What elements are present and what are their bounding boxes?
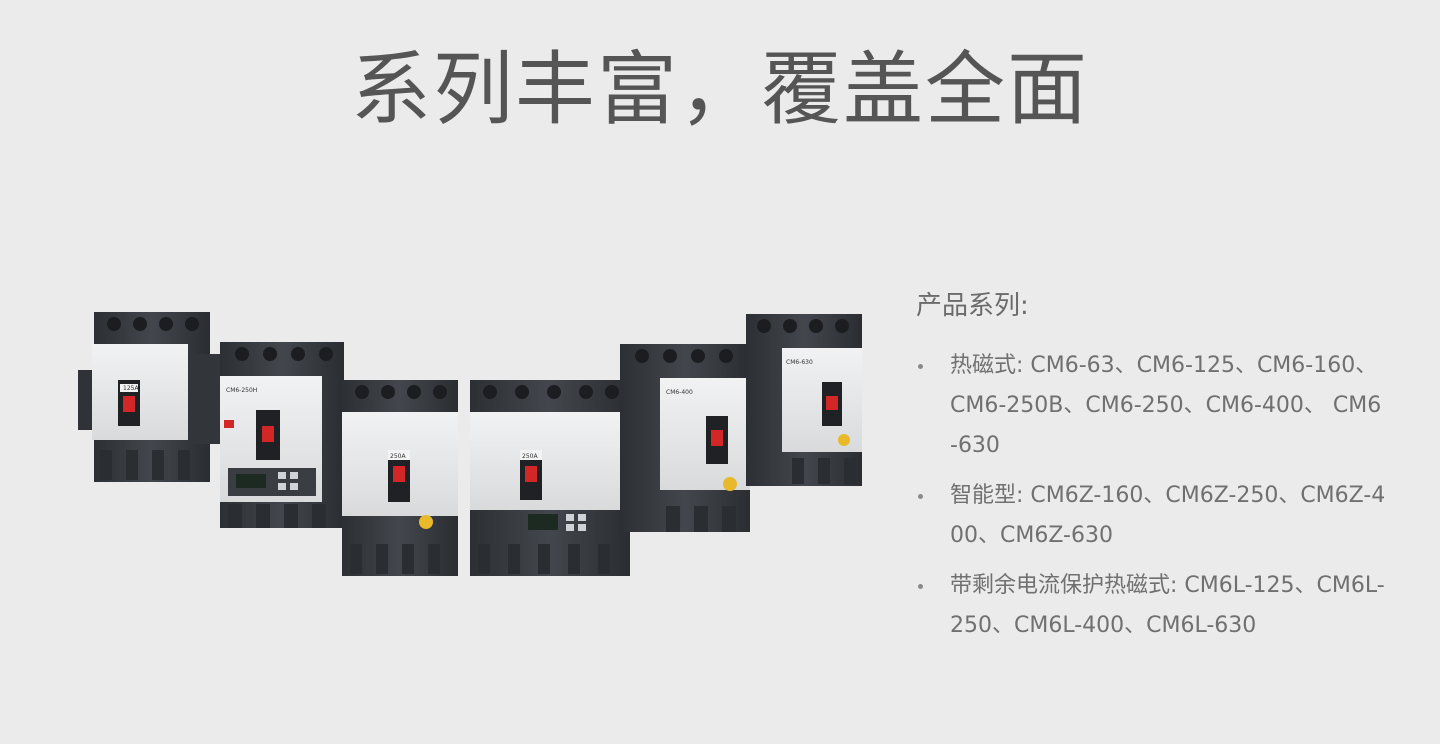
breaker-2-label: CM6-250H: [226, 387, 257, 394]
breaker-5-label: CM6-400: [666, 389, 693, 396]
list-item: 热磁式: CM6-63、CM6-125、CM6-160、CM6-250B、CM6…: [916, 346, 1386, 466]
breaker-1-label: 125A: [123, 385, 139, 392]
series-text: 带剩余电流保护热磁式: CM6L-125、CM6L-250、CM6L-400、C…: [950, 573, 1385, 638]
page-headline: 系列丰富，覆盖全面: [351, 43, 1089, 136]
breaker-6-label: CM6-630: [786, 359, 813, 366]
series-text: 热磁式: CM6-63、CM6-125、CM6-160、CM6-250B、CM6…: [950, 353, 1382, 458]
series-text: 智能型: CM6Z-160、CM6Z-250、CM6Z-400、CM6Z-630: [950, 483, 1386, 548]
breaker-3: 250A: [342, 380, 458, 576]
product-series-title: 产品系列:: [916, 291, 1029, 321]
bullet-icon: [918, 494, 923, 499]
breaker-2: CM6-250H: [220, 342, 344, 528]
breaker-6: CM6-630: [746, 314, 862, 486]
breaker-1: 125A: [78, 312, 220, 482]
breaker-5: CM6-400: [620, 344, 750, 532]
breaker-4-label: 250A: [522, 453, 538, 460]
bullet-icon: [918, 584, 923, 589]
product-series-panel: 产品系列: 热磁式: CM6-63、CM6-125、CM6-160、CM6-25…: [916, 286, 1386, 656]
list-item: 带剩余电流保护热磁式: CM6L-125、CM6L-250、CM6L-400、C…: [916, 566, 1386, 646]
product-series-list: 热磁式: CM6-63、CM6-125、CM6-160、CM6-250B、CM6…: [916, 346, 1386, 646]
breaker-4: 250A: [470, 380, 630, 576]
circuit-breaker-product-group: 125A CM6-250H: [78, 312, 862, 576]
bullet-icon: [918, 364, 923, 369]
breaker-3-label: 250A: [390, 453, 406, 460]
list-item: 智能型: CM6Z-160、CM6Z-250、CM6Z-400、CM6Z-630: [916, 476, 1386, 556]
